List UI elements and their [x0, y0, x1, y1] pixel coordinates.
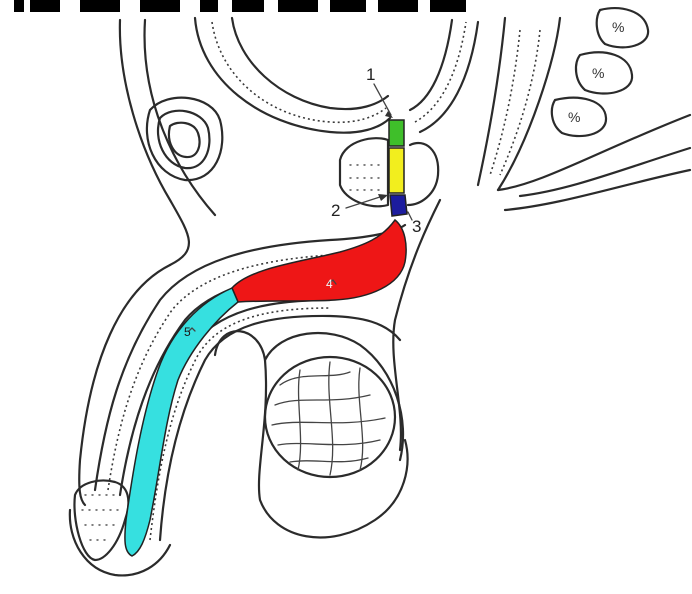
svg-text:%: % [612, 19, 624, 35]
sacrum-vertebrae: % % % [552, 8, 648, 136]
urethra-segment-green [389, 120, 404, 146]
testis [265, 357, 395, 477]
urethra-segment-blue [390, 195, 407, 216]
svg-text:%: % [568, 109, 580, 125]
label-4: 4 [326, 277, 333, 291]
svg-text:%: % [592, 65, 604, 81]
cropped-title-remnant [14, 0, 466, 12]
rectum [478, 18, 690, 210]
urethra-segment-yellow [389, 148, 404, 193]
label-5: 5 [184, 325, 191, 339]
label-3: 3 [412, 217, 421, 236]
label-1: 1 [366, 65, 375, 84]
label-2: 2 [331, 201, 340, 220]
urethra [125, 120, 407, 556]
spermatic-cord [147, 98, 222, 180]
bladder [195, 18, 478, 133]
urethra-segment-red [232, 220, 406, 302]
scrotum [215, 331, 407, 537]
